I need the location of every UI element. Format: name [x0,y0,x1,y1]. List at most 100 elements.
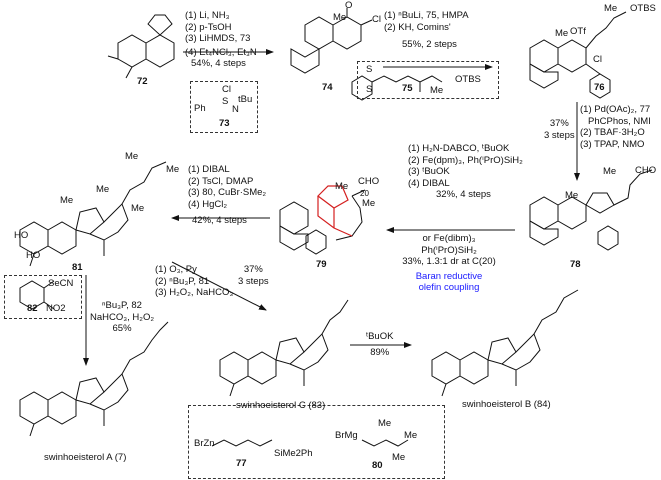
atom-me2-76: Me [604,3,618,14]
condition-line: ⁿBu₃P, 82 [102,300,142,311]
atom-otbs-75: OTBS [455,74,481,85]
structure-76 [529,11,627,99]
atom-me-76: Me [555,28,569,39]
atom-cl-74: Cl [372,14,381,25]
structure-7 [19,321,169,437]
atom-ho2-81: HO [26,250,41,261]
atom-me2-81: Me [96,184,110,195]
structure-83 [219,299,349,397]
compound-label-76: 76 [594,82,605,93]
atom-me-79: Me [335,181,349,192]
structure-80 [361,439,409,447]
structure-72 [107,14,175,79]
atom-s1-75: S [366,64,373,75]
atom-cl-73: Cl [222,84,231,95]
conditions-step-5: (1) DIBAL (2) TsCl, DMAP (3) 80, CuBr·SM… [188,164,266,227]
structure-77 [211,439,273,447]
yield-line: 42%, 4 steps [192,215,247,226]
atom-c20-79: 20 [360,189,369,198]
conditions-step-2: (1) ⁿBuLi, 75, HMPA (2) KH, Comins' 55%,… [384,10,469,51]
condition-line: (4) Et₄NCl₃, Et₃N [185,46,257,58]
condition-line: (3) LiHMDS, 73 [185,33,251,44]
yield-line: 32%, 4 steps [436,189,491,200]
compound-label-83: swinhoeisterol C (83) [236,400,326,411]
structure-78 [529,169,653,251]
condition-line: or Fe(dibm)₃ [422,233,476,244]
conditions-step-1: (1) Li, NH₃ (2) p-TsOH (3) LiHMDS, 73 (4… [185,10,257,70]
atom-cho-78: CHO [635,165,657,176]
atom-me-78: Me [565,190,579,201]
reagent-box-82 [4,275,82,319]
condition-line: (2) Fe(dpm)₃, Ph(ⁱPrO)SiH₂ [408,154,523,166]
atom-me5-81: Me [166,164,180,175]
atom-sime2ph-77: SiMe2Ph [274,448,313,459]
structure-81 [19,161,167,267]
atom-cho-79: CHO [358,176,380,187]
conditions-step-4: (1) H₂N-DABCO, ᵗBuOK (2) Fe(dpm)₃, Ph(ⁱP… [408,143,523,201]
compound-label-72: 72 [137,76,148,87]
atom-tbu-73: tBu [238,94,253,105]
atom-me-74: Me [333,12,347,23]
condition-line: (2) TBAF·3H₂O [580,127,645,138]
yield-line: 54%, 4 steps [191,58,246,69]
condition-line: (3) H₂O₂, NaHCO₃ [155,287,234,298]
condition-line: ᵗBuOK [366,331,394,342]
condition-line: (3) ᵗBuOK [408,166,450,177]
compound-label-78: 78 [570,259,581,270]
yield-step-3: 37% 3 steps [544,118,575,141]
atom-me3-80: Me [392,452,406,463]
atom-me-80: Me [378,418,392,429]
yield-steps: 3 steps [238,275,269,287]
condition-line: 33%, 1.3:1 dr at C(20) [402,256,496,267]
condition-line: (1) DIBAL [188,164,230,175]
atom-cl-76: Cl [593,54,602,65]
yield-steps: 3 steps [544,129,575,141]
atom-otf-76: OTf [570,26,586,37]
condition-line: (1) O₃, Py [155,264,197,275]
atom-me-81: Me [60,195,74,206]
atom-brzn-77: BrZn [194,438,215,449]
compound-label-77: 77 [236,458,247,469]
condition-line: (2) KH, Comins' [384,21,451,33]
atom-me2-78: Me [603,166,617,177]
structure-74 [290,8,373,74]
reagent-box-77-80 [188,405,445,479]
compound-label-81: 81 [72,262,83,273]
conditions-step-4-alt: or Fe(dibm)₃ Ph(ⁱPrO)SiH₂ 33%, 1.3:1 dr … [394,233,504,294]
highlight-rings-79 [317,185,353,237]
atom-me2-80: Me [404,430,418,441]
yield-percent: 37% [549,118,569,129]
condition-line: (2) TsCl, DMAP [188,175,254,187]
compound-label-82: 82 [27,303,38,314]
reagent-box-73 [190,81,258,133]
atom-no2-82: NO2 [46,303,66,314]
compound-label-7: swinhoeisterol A (7) [44,452,127,463]
atom-secn-82: SeCN [48,278,74,289]
yield-line: 89% [370,346,390,358]
compound-label-73: 73 [219,118,230,129]
condition-line: Ph(ⁱPrO)SiH₂ [421,244,477,256]
atom-me3-81: Me [131,203,145,214]
atom-me2-79: Me [362,198,376,209]
conditions-step-8: ᵗBuOK 89% [366,331,393,358]
reagent-box-75 [357,61,499,99]
atom-brmg-80: BrMg [335,430,358,441]
structure-75 [351,75,443,101]
condition-line: NaHCO₃, H₂O₂ [90,311,155,323]
condition-line: (1) Pd(OAc)₂, 77 [580,104,651,115]
method-note: olefin coupling [418,282,480,293]
compound-label-84: swinhoeisterol B (84) [462,399,551,410]
condition-line: (2) ⁿBu₃P, 81 [155,275,210,287]
arrow-81-83 [171,261,267,311]
atom-n-73: N [232,104,239,115]
compound-label-75: 75 [402,83,413,94]
condition-line: PhCPhos, NMI [588,115,651,127]
yield-percent: 37% [243,264,263,275]
method-note: Baran reductive [415,270,483,282]
condition-line: (3) TPAP, NMO [580,138,645,150]
condition-line: (1) H₂N-DABCO, ᵗBuOK [408,143,510,154]
atom-me4-81: Me [125,151,139,162]
yield-step-6: 37% 3 steps [238,264,269,287]
atom-s-73: S [222,96,229,107]
